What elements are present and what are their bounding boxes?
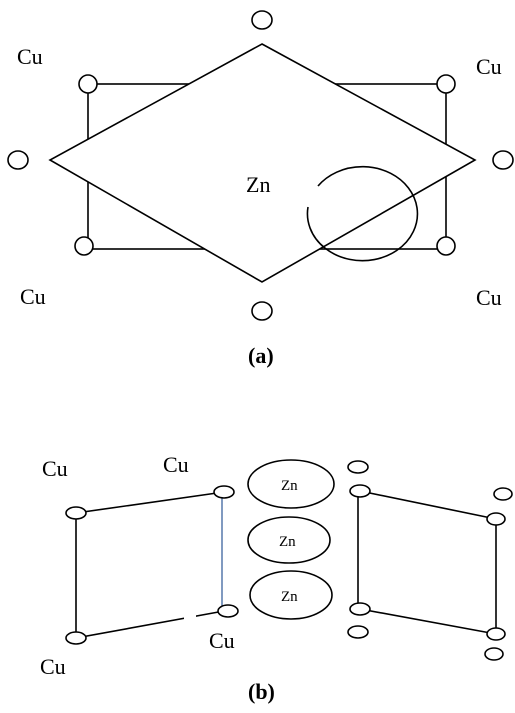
atom-cu-tr — [436, 74, 456, 94]
atom-right — [492, 150, 514, 170]
zn-atom-a — [306, 165, 419, 262]
atom-b-l-bl — [65, 631, 87, 645]
label-cu-b-bottom-left: Cu — [40, 654, 66, 679]
rhombus — [48, 43, 477, 283]
atom-b-r-tr-top — [493, 487, 513, 501]
atom-b-r-bl — [349, 602, 371, 616]
panel-a-atoms — [7, 10, 514, 321]
edge-left-top — [75, 491, 225, 514]
label-zn-a: Zn — [246, 172, 270, 197]
label-zn-b-1: Zn — [281, 478, 298, 494]
label-cu-b-top-middle: Cu — [163, 452, 189, 477]
label-cu-top-right: Cu — [476, 54, 502, 79]
caption-a: (a) — [248, 343, 274, 368]
edge-right-top — [359, 490, 497, 520]
atom-left — [7, 150, 29, 170]
panel-b-atoms — [65, 459, 513, 661]
label-cu-bottom-right: Cu — [476, 285, 502, 310]
label-zn-b-2: Zn — [279, 534, 296, 550]
edge-right-bottom — [359, 608, 497, 635]
atom-b-r-bl2 — [347, 625, 369, 639]
atom-b-r-tl — [349, 484, 371, 498]
panel-b — [75, 490, 497, 639]
label-cu-b-top-left: Cu — [42, 456, 68, 481]
atom-b-r-br — [486, 627, 506, 641]
zn-atom-b-3 — [249, 570, 333, 620]
zn-atom-b-2 — [247, 516, 331, 564]
label-zn-b-3: Zn — [281, 589, 298, 605]
atom-top — [251, 10, 273, 30]
atom-cu-tl — [78, 74, 98, 94]
atom-b-l-tl — [65, 506, 87, 520]
caption-b: (b) — [248, 679, 275, 704]
label-cu-bottom-left: Cu — [20, 284, 46, 309]
atom-cu-br — [436, 236, 456, 256]
edge-left-bottom — [75, 610, 225, 639]
atom-bottom — [251, 301, 273, 321]
atom-b-r-tr — [486, 512, 506, 526]
label-cu-b-bottom-middle: Cu — [209, 628, 235, 653]
zn-atom-b-1 — [247, 459, 335, 509]
edge-gap — [184, 612, 196, 620]
label-cu-top-left: Cu — [17, 44, 43, 69]
atom-cu-bl — [74, 236, 94, 256]
atom-b-l-tr — [213, 485, 235, 499]
panel-a — [48, 43, 477, 283]
atom-b-l-br — [217, 604, 239, 618]
atom-b-r-br2 — [484, 647, 504, 661]
atom-b-r-top1 — [347, 460, 369, 474]
